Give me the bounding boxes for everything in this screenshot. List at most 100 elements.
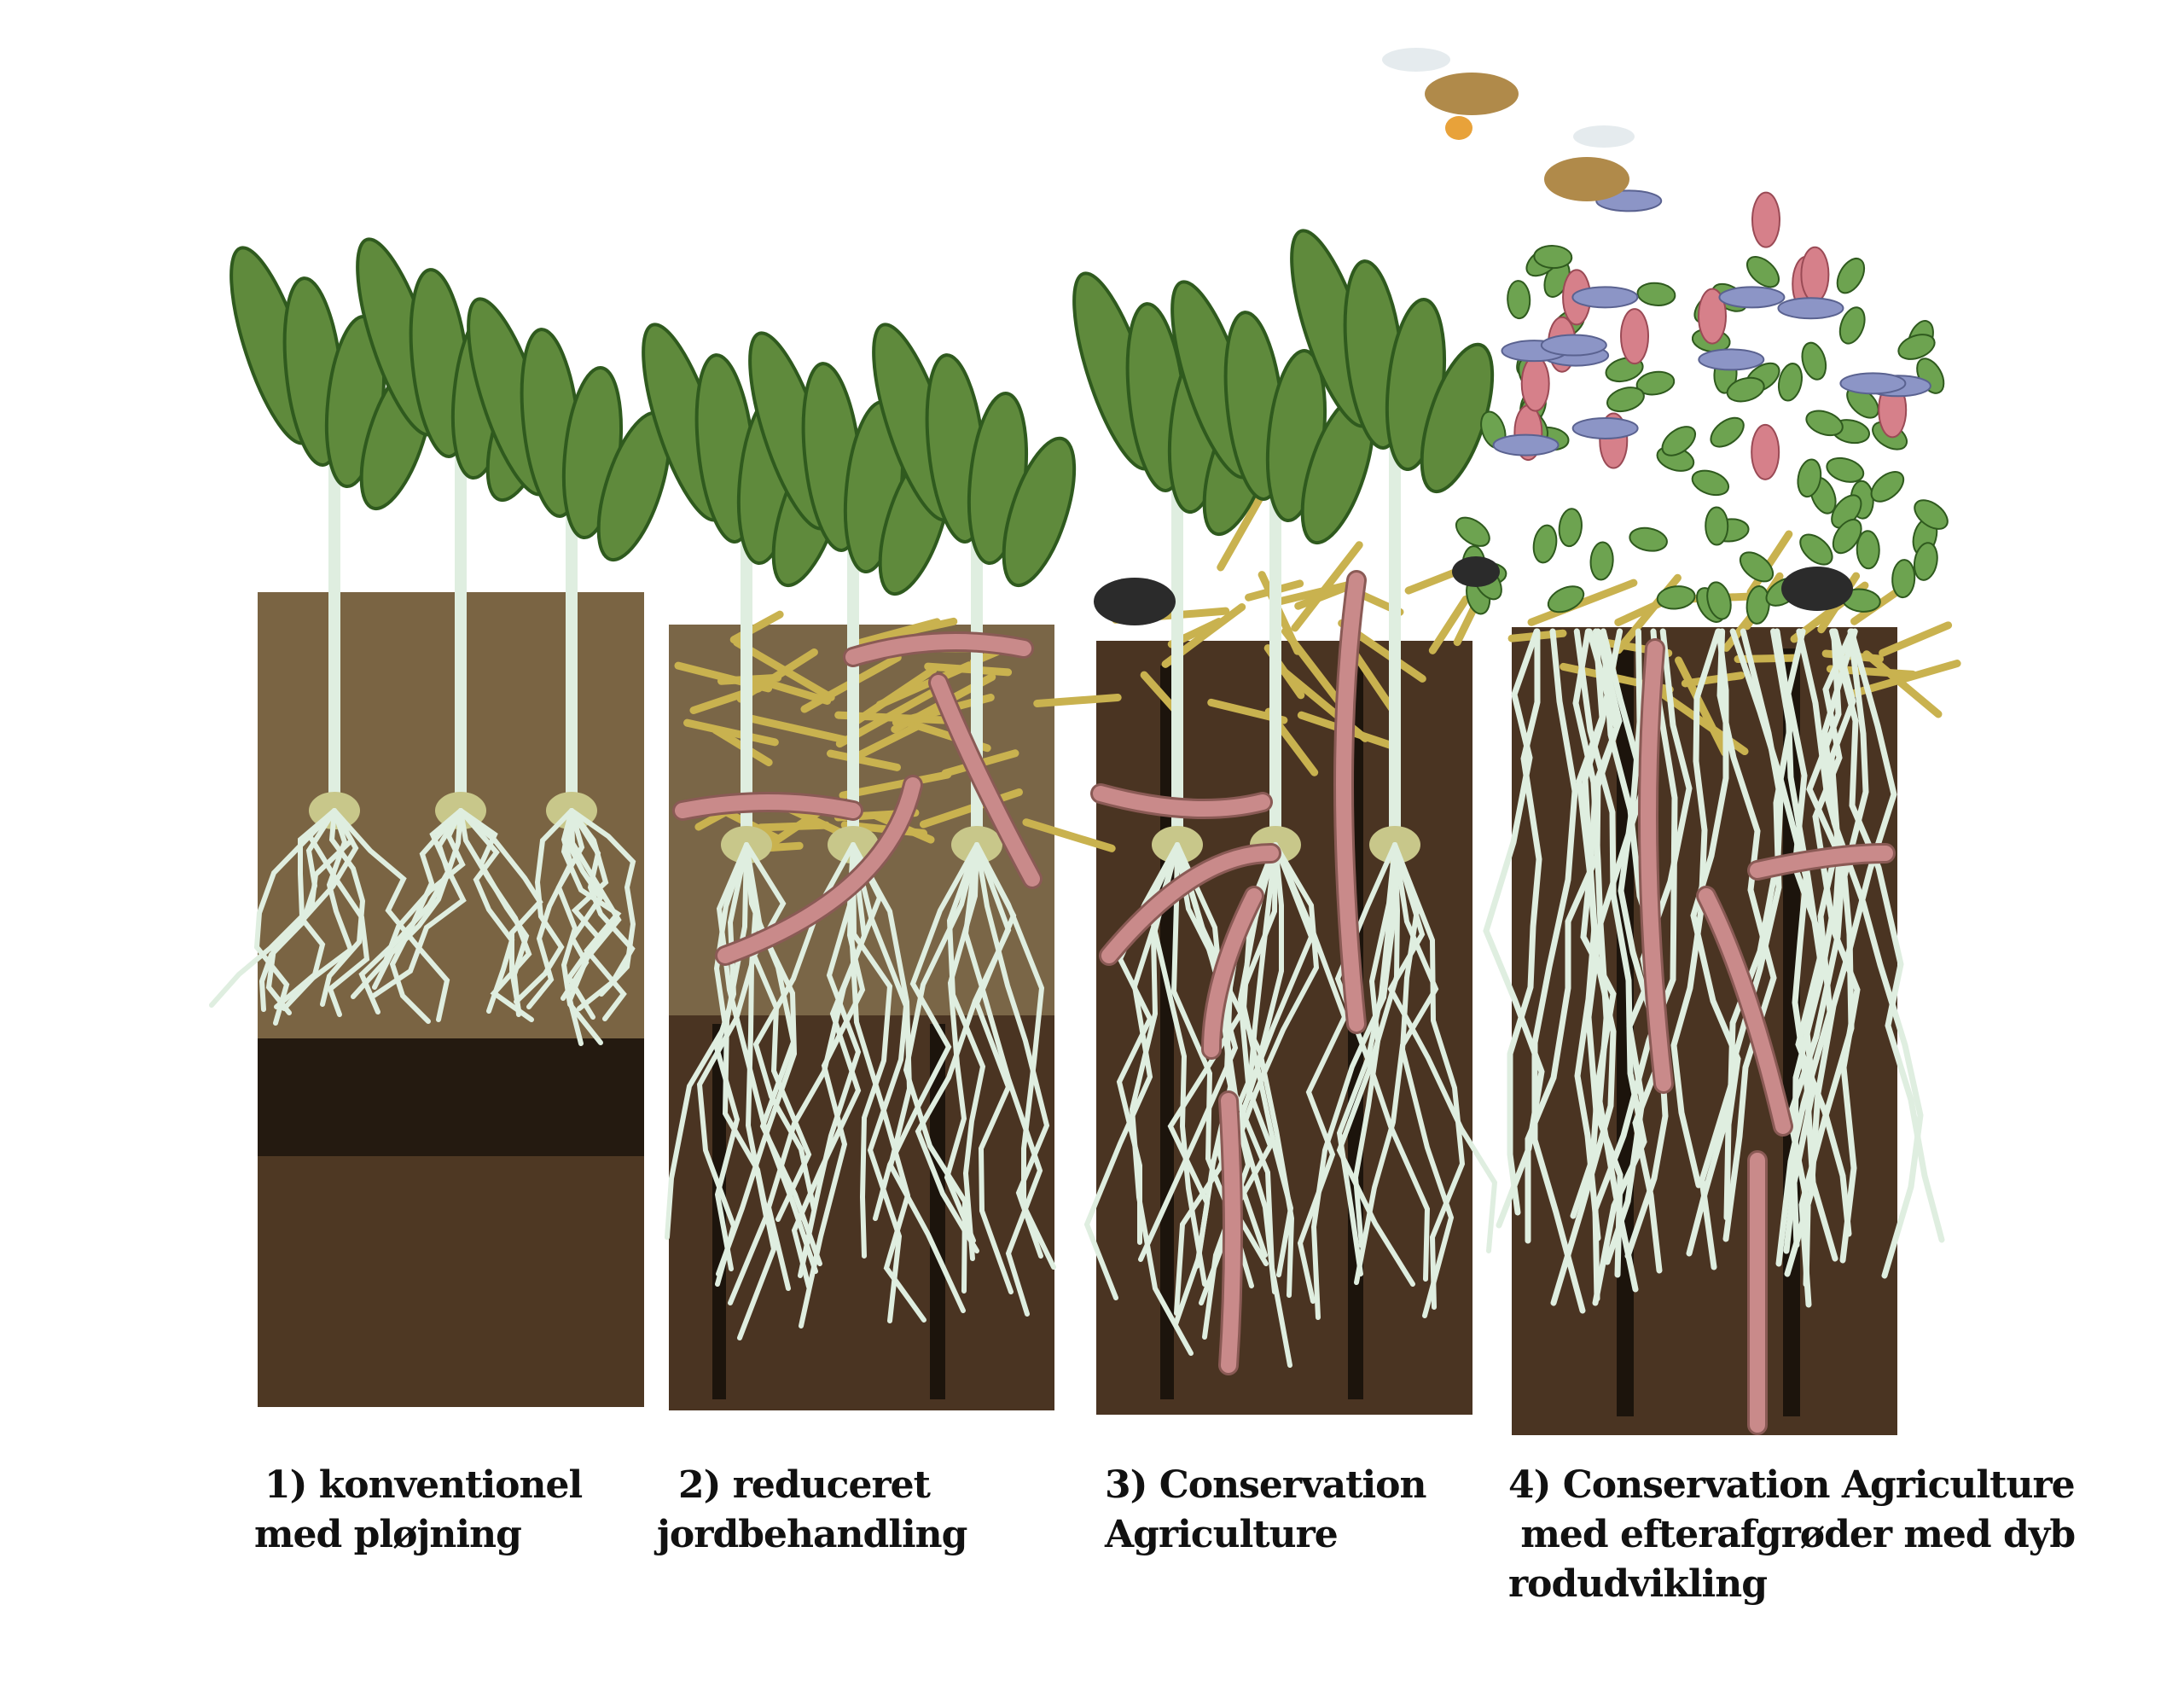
root [569,808,636,997]
cover-crop-leaf [1826,456,1865,483]
cover-crop-leaf [1507,280,1531,320]
root [765,842,883,1291]
earthworm [1641,641,1671,1091]
pink-flower [1620,308,1650,365]
cover-crop-leaf [1710,416,1745,448]
straw-piece [1681,672,1745,688]
cover-crop-leaf [1832,518,1862,555]
root [1821,628,1924,1279]
blue-flower [1571,416,1639,439]
root [1310,842,1397,1320]
root [1618,628,1669,1259]
label-line: 1) konventionel [264,1463,583,1507]
cover-crop-leaf [1777,363,1803,402]
root [1573,628,1647,1306]
root [253,808,337,1026]
earthworm [1101,846,1279,963]
straw-piece [855,618,941,648]
label-line: med pløjning [254,1513,522,1556]
roots [209,418,1945,1368]
earthworm [1699,888,1791,1134]
cover-crop-leaf [1801,341,1827,381]
cover-crop-leaf [1891,559,1916,599]
plough-pan-layer [258,1038,644,1158]
root [974,842,1050,1259]
leaf [1002,436,1077,588]
cover-crop-leaf [1629,526,1668,552]
earthworm [717,777,921,963]
label-line: Agriculture [1105,1513,1339,1556]
label-conventional-ploughing: 1) konventionel med pløjning [254,1461,583,1560]
straw-piece [1033,693,1122,707]
label-line: 3) Conservation [1105,1463,1427,1507]
label-line: med efterafgrøder med dyb [1508,1513,2076,1556]
cover-crop-leaf [1533,245,1573,270]
blue-flower [1540,334,1607,357]
root [1083,842,1180,1300]
root [1774,628,1825,1248]
cover-crop-leaf [1726,376,1765,403]
straw-piece [1022,818,1116,852]
cover-crop-leaf [1661,426,1697,456]
cover-crop-leaf [1746,256,1780,288]
root [873,842,979,1221]
panel-2-soil [669,625,1054,1410]
earthworm [845,634,1031,665]
straw-piece [1674,656,1729,757]
straw-piece [1734,654,1799,664]
straw-piece [1527,579,1638,626]
cover-crop-leaf [1589,541,1614,581]
root [1129,842,1194,1356]
root [1174,842,1278,1316]
straw-piece [1428,595,1470,654]
blue-flower [1777,297,1844,320]
cover-crop-flowers [1455,189,1949,625]
cover-crop-leaf [1706,581,1732,620]
root [1531,628,1586,1314]
label-line: jordbehandling [657,1513,967,1556]
beetle-icon [1094,556,1853,625]
root [713,842,749,1271]
straw-piece [766,680,832,705]
pink-flower [1751,191,1780,248]
blue-flower [1718,286,1786,309]
straw-piece [839,770,952,799]
cover-crop-leaf [1805,410,1844,437]
root [1786,628,1847,1288]
root [1686,628,1793,1257]
pink-flower [1751,423,1780,480]
cover-crop-leaf [1797,458,1822,498]
straw-piece [1862,650,1943,718]
earthworm [1221,1093,1240,1373]
cover-crop-leaf [1558,508,1583,548]
cover-crop-leaf [1547,585,1585,613]
earthworms [672,570,1896,1435]
root [1699,628,1784,1270]
blue-flower [1698,348,1765,371]
root [1336,842,1415,1287]
root [903,842,979,1294]
root [1775,628,1856,1267]
label-conservation-agriculture: 3) Conservation Agriculture [1105,1461,1427,1560]
earthworm [1093,786,1270,817]
root [514,808,574,1004]
root [1572,628,1639,1293]
straw-piece [1746,530,1793,596]
label-line: 2) reduceret [678,1463,931,1507]
root [458,808,534,1022]
cover-crop-leaf [1606,387,1645,413]
earthworm [931,675,1040,887]
root [722,842,777,1340]
straw-piece [683,718,779,747]
cover-crop-leaf [1455,516,1490,547]
cover-crop-leaf [1799,533,1833,566]
pink-flower [1800,246,1830,303]
root [1167,842,1278,1269]
root [1138,842,1239,1262]
cover-crop-leaf [1870,471,1905,503]
earthworm [1750,846,1893,878]
earthworm [1336,573,1364,1032]
cover-crop-leaf [1739,551,1774,583]
root [1829,628,1945,1243]
